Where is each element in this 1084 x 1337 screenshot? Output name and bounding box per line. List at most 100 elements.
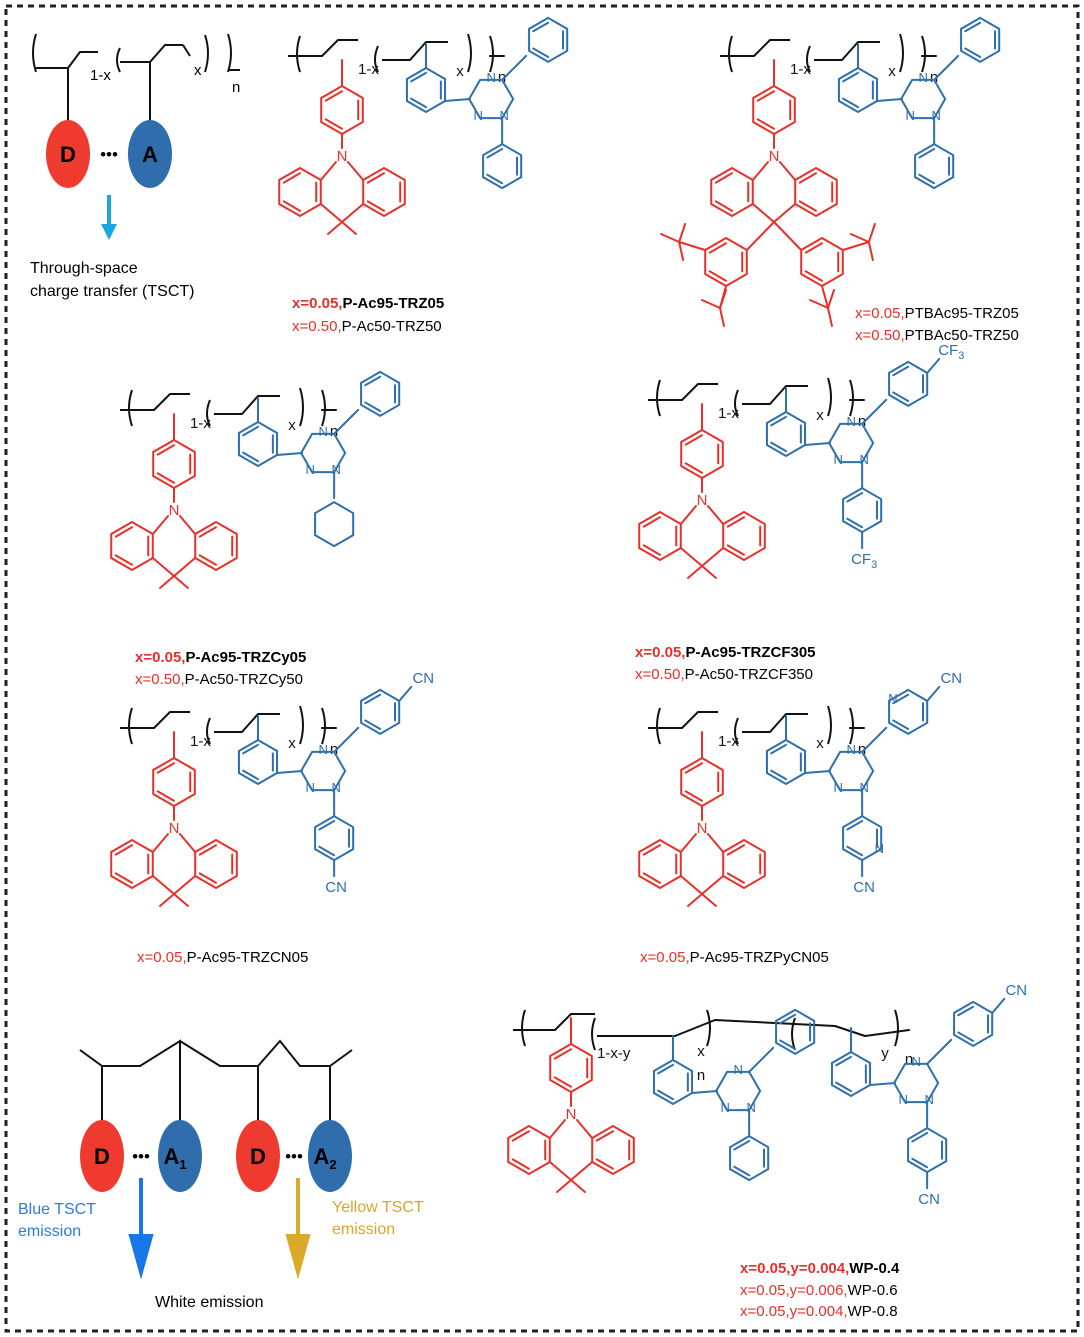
double-bond xyxy=(114,844,133,856)
double-bond xyxy=(726,516,745,528)
double-bond xyxy=(842,97,859,109)
triazine-n-label: N xyxy=(733,1062,742,1077)
methyl xyxy=(173,575,189,589)
backbone xyxy=(814,41,880,61)
blue-emission-line1: Blue TSCT xyxy=(18,1201,96,1218)
triazine-ring xyxy=(714,1070,762,1112)
double-bond xyxy=(846,491,864,503)
one-minus-x-label: 1-x xyxy=(90,67,111,84)
n-label: n xyxy=(905,1051,913,1068)
double-bond xyxy=(642,544,661,556)
backbone xyxy=(597,1019,866,1037)
triazine-n-label: N xyxy=(931,108,940,123)
nitrogen-label: N xyxy=(697,492,708,509)
acridine-right-ring xyxy=(194,520,238,572)
bracket xyxy=(894,1009,899,1047)
triazine-ring xyxy=(892,1062,940,1104)
acceptor-oval-1 xyxy=(158,1120,202,1192)
blue-emission-line2: emission xyxy=(18,1223,81,1240)
bond xyxy=(869,1082,896,1086)
bond xyxy=(701,299,721,309)
label-c4-a: x=0.05,P-Ac95-TRZCF305 xyxy=(635,644,816,661)
double-bond xyxy=(714,172,733,184)
phenyl-ring xyxy=(888,360,929,408)
nitrogen-label: N xyxy=(566,1106,577,1123)
bond xyxy=(707,505,725,525)
phenyl-ring xyxy=(842,486,883,534)
double-bond xyxy=(511,1158,530,1170)
phenylene-ring xyxy=(830,1050,872,1098)
triazine-n-label: N xyxy=(318,742,327,757)
bracket xyxy=(296,35,301,73)
bracket xyxy=(206,717,211,745)
double-bond xyxy=(756,118,775,130)
donor-oval-1 xyxy=(80,1120,124,1192)
label-c2-a: x=0.05,PTBAc95-TRZ05 xyxy=(855,305,1019,322)
bond xyxy=(827,289,835,309)
nitrogen-label: N xyxy=(169,502,180,519)
double-bond xyxy=(708,242,727,254)
bracket xyxy=(321,707,326,745)
yellow-emission-arrow xyxy=(285,1178,311,1280)
phenylene-ring xyxy=(405,66,447,114)
double-bond xyxy=(957,1005,975,1017)
bond xyxy=(849,233,870,243)
bond xyxy=(926,685,941,702)
bracket xyxy=(321,389,326,427)
bracket xyxy=(734,717,739,745)
bracket xyxy=(827,705,832,745)
tsct-caption-line2: charge transfer (TSCT) xyxy=(30,283,194,300)
double-bond xyxy=(282,172,301,184)
backbone xyxy=(382,41,448,61)
phenyl-ring xyxy=(528,16,569,64)
label-c2-b: x=0.50,PTBAc50-TRZ50 xyxy=(855,327,1019,344)
bond xyxy=(341,203,365,223)
bond xyxy=(867,223,876,243)
backbone xyxy=(742,713,808,733)
double-bond xyxy=(684,434,703,446)
acridine-left-ring xyxy=(278,166,322,218)
bond xyxy=(347,161,365,181)
cn-label: CN xyxy=(918,1191,940,1208)
double-bond xyxy=(324,90,343,102)
bond xyxy=(151,875,175,895)
double-bond xyxy=(364,693,382,705)
double-bond xyxy=(324,118,343,130)
one-minus-x-y-label: 1-x-y xyxy=(597,1045,631,1062)
methyl xyxy=(556,1179,572,1193)
label-c3-a: x=0.05,P-Ac95-TRZCy05 xyxy=(135,649,306,666)
triazine-ring xyxy=(299,750,347,792)
acridine-right-ring xyxy=(722,838,766,890)
double-bond xyxy=(911,1157,929,1169)
bond xyxy=(809,299,829,309)
bond xyxy=(701,875,725,895)
double-bond xyxy=(198,554,217,566)
double-bond xyxy=(242,743,259,755)
double-bond xyxy=(726,872,745,884)
bracket xyxy=(299,705,304,745)
phenyl-linker-ring xyxy=(320,84,364,136)
nitrogen-label: N xyxy=(337,148,348,165)
acridine-left-ring xyxy=(507,1124,551,1176)
bond xyxy=(804,442,831,446)
backbone xyxy=(120,393,190,411)
double-bond xyxy=(708,270,727,282)
double-bond xyxy=(842,71,859,83)
double-bond xyxy=(798,172,817,184)
double-bond xyxy=(733,1165,751,1177)
double-bond xyxy=(532,21,550,33)
double-bond xyxy=(779,1013,797,1025)
donor-oval-2 xyxy=(236,1120,280,1192)
bond xyxy=(926,357,941,374)
donor-letter: D xyxy=(60,142,76,167)
double-bond xyxy=(318,845,336,857)
bond xyxy=(719,289,727,309)
bond xyxy=(548,1119,566,1139)
acceptor-oval-2 xyxy=(308,1120,352,1192)
double-bond xyxy=(242,451,259,463)
one-minus-x-label: 1-x xyxy=(358,61,379,78)
bond xyxy=(779,161,797,181)
triazine-n-label: N xyxy=(846,742,855,757)
x-label: x xyxy=(288,735,296,752)
x-label: x xyxy=(888,63,896,80)
